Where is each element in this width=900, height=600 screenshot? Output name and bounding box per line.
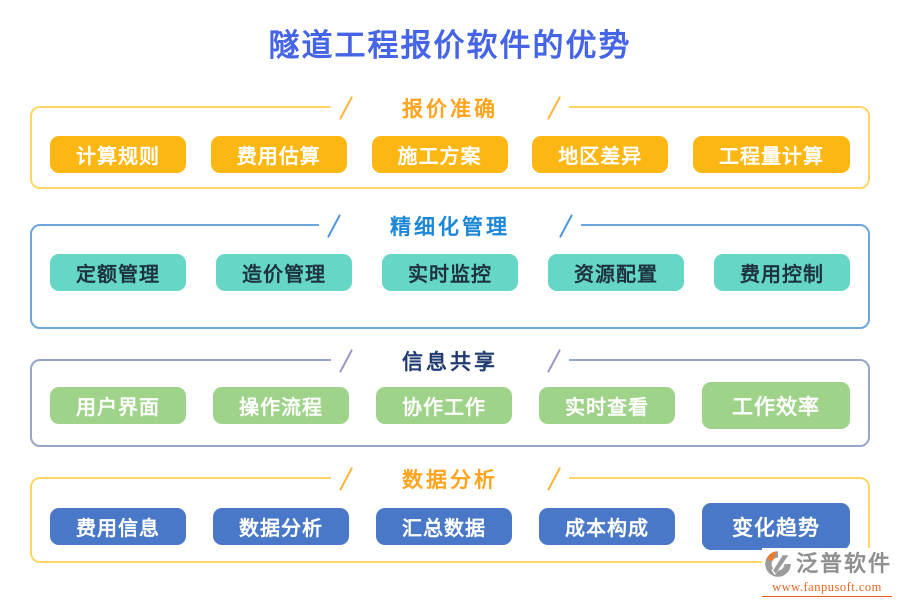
fanpu-logo-icon [762,548,794,580]
feature-tag[interactable]: 汇总数据 [376,508,512,545]
feature-tag[interactable]: 计算规则 [50,136,186,173]
feature-tag[interactable]: 协作工作 [376,387,512,424]
section-body: 计算规则 费用估算 施工方案 地区差异 工程量计算 [32,108,868,173]
section-body: 定额管理 造价管理 实时监控 资源配置 费用控制 [32,226,868,291]
feature-tag[interactable]: 费用控制 [714,254,850,291]
feature-tag[interactable]: 变化趋势 [702,503,850,550]
section-refined-management: 精细化管理 定额管理 造价管理 实时监控 资源配置 费用控制 [30,211,870,329]
feature-tag[interactable]: 实时监控 [382,254,518,291]
feature-tag[interactable]: 费用信息 [50,508,186,545]
feature-tag[interactable]: 成本构成 [539,508,675,545]
brand-logo: 泛普软件 www.fanpusoft.com [761,548,892,597]
section-quote-accuracy: 报价准确 计算规则 费用估算 施工方案 地区差异 工程量计算 [30,93,870,189]
feature-tag[interactable]: 实时查看 [539,387,675,424]
feature-tag[interactable]: 数据分析 [213,508,349,545]
feature-tag[interactable]: 工作效率 [702,382,850,429]
feature-tag[interactable]: 工程量计算 [693,136,850,173]
feature-tag[interactable]: 用户界面 [50,387,186,424]
section-body: 用户界面 操作流程 协作工作 实时查看 工作效率 [32,361,868,429]
feature-tag[interactable]: 操作流程 [213,387,349,424]
feature-tag[interactable]: 造价管理 [216,254,352,291]
page-title: 隧道工程报价软件的优势 [268,28,632,63]
section-data-analysis: 数据分析 费用信息 数据分析 汇总数据 成本构成 变化趋势 [30,464,870,563]
feature-tag[interactable]: 定额管理 [50,254,186,291]
section-body: 费用信息 数据分析 汇总数据 成本构成 变化趋势 [32,479,868,550]
feature-tag[interactable]: 费用估算 [210,136,347,173]
feature-tag[interactable]: 资源配置 [548,254,684,291]
section-info-sharing: 信息共享 用户界面 操作流程 协作工作 实时查看 工作效率 [30,346,870,447]
feature-tag[interactable]: 地区差异 [532,136,669,173]
feature-tag[interactable]: 施工方案 [371,136,508,173]
brand-website: www.fanpusoft.com [772,580,882,594]
brand-name: 泛普软件 [795,551,892,576]
